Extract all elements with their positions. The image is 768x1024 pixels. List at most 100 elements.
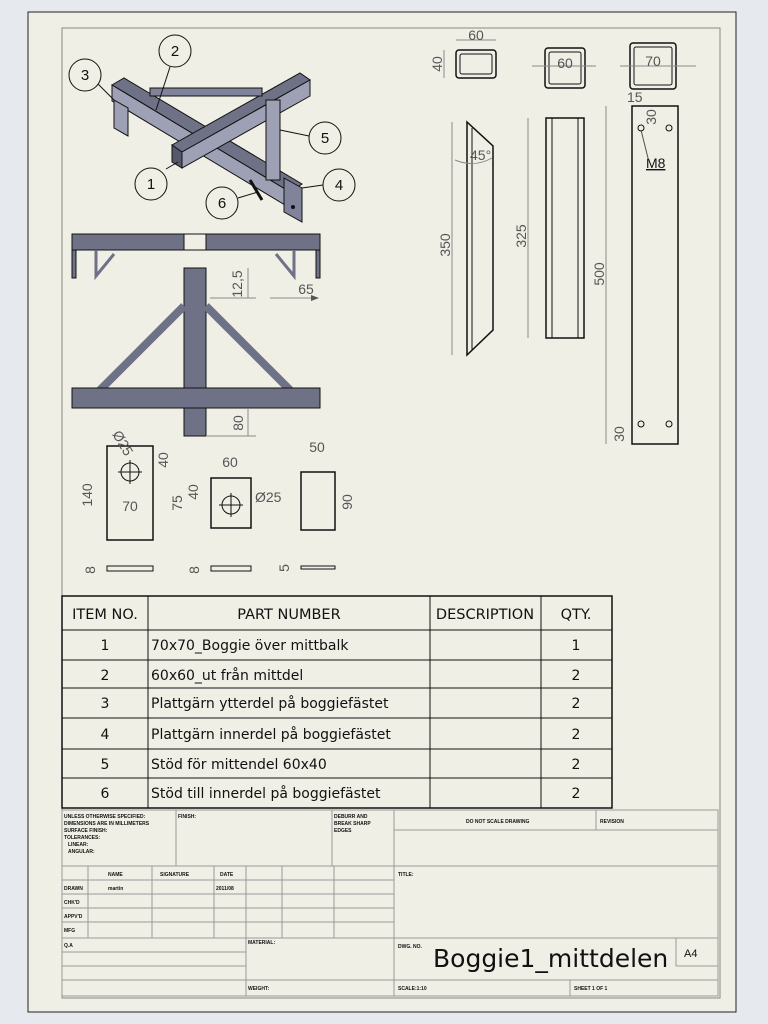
weight-label: WEIGHT: bbox=[248, 986, 269, 992]
bom-header-qty: QTY. bbox=[561, 607, 592, 623]
revision-label: REVISION bbox=[600, 819, 624, 825]
dim-140: 140 bbox=[79, 483, 95, 507]
dim-plate1-70: 70 bbox=[122, 498, 138, 514]
note-line-3: SURFACE FINISH: bbox=[64, 828, 108, 834]
balloon-5 bbox=[308, 121, 342, 155]
balloon-1-label: 1 bbox=[147, 176, 155, 193]
balloon-3 bbox=[68, 58, 102, 92]
sheet-label: SHEET 1 OF 1 bbox=[574, 986, 608, 992]
mfg-label: MFG bbox=[64, 928, 75, 934]
bom-row-2-item: 2 bbox=[101, 668, 110, 684]
dim-12-5: 12,5 bbox=[229, 270, 245, 297]
title-block bbox=[61, 809, 719, 997]
deburr-line-3: EDGES bbox=[334, 828, 352, 834]
balloon-2 bbox=[158, 34, 192, 68]
dim-30-bottom: 30 bbox=[611, 426, 627, 442]
dim-plate3-5: 5 bbox=[276, 564, 292, 572]
note-line-1: UNLESS OTHERWISE SPECIFIED: bbox=[64, 814, 146, 820]
balloon-4-label: 4 bbox=[335, 177, 343, 194]
bom-row-5-qty: 2 bbox=[572, 757, 581, 773]
dim-tube-h: 40 bbox=[429, 56, 445, 72]
dim-plate3-50: 50 bbox=[309, 439, 325, 455]
balloon-6 bbox=[205, 186, 239, 220]
finish-label: FINISH: bbox=[178, 814, 196, 820]
dim-tube-w: 60 bbox=[468, 27, 484, 43]
balloon-2-label: 2 bbox=[171, 43, 179, 60]
do-not-scale: DO NOT SCALE DRAWING bbox=[466, 819, 529, 825]
bom-row-3-item: 3 bbox=[101, 696, 110, 712]
bom-header-part: PART NUMBER bbox=[237, 607, 340, 623]
paper bbox=[27, 11, 737, 1013]
drawing-number: Boggie1_mittdelen bbox=[433, 944, 668, 973]
drawn-label: DRAWN bbox=[64, 886, 83, 892]
name-header: NAME bbox=[108, 872, 123, 878]
qa-label: Q.A bbox=[64, 943, 73, 949]
dim-500: 500 bbox=[591, 262, 607, 286]
dim-plate2-75: 75 bbox=[169, 495, 185, 511]
chkd-label: CHK'D bbox=[64, 900, 80, 906]
deburr-line-2: BREAK SHARP bbox=[334, 821, 371, 827]
balloon-3-label: 3 bbox=[81, 67, 89, 84]
bom-row-4-item: 4 bbox=[101, 727, 110, 743]
dim-plate2-60: 60 bbox=[222, 454, 238, 470]
title-label: TITLE: bbox=[398, 872, 414, 878]
bom-row-4-qty: 2 bbox=[572, 727, 581, 743]
dim-65: 65 bbox=[298, 281, 314, 297]
bom-row-2-qty: 2 bbox=[572, 668, 581, 684]
inner-border bbox=[61, 27, 721, 999]
thread-label: M8 bbox=[646, 155, 666, 171]
isometric-view bbox=[111, 72, 311, 223]
bom-header-description: DESCRIPTION bbox=[436, 607, 534, 623]
bom-row-6-item: 6 bbox=[101, 786, 110, 802]
drawn-name: martin bbox=[108, 886, 123, 892]
scale-label: SCALE:1:10 bbox=[398, 986, 427, 992]
bom-row-5-item: 5 bbox=[101, 757, 110, 773]
bom-row-6-qty: 2 bbox=[572, 786, 581, 802]
dim-350: 350 bbox=[437, 233, 453, 257]
note-line-4: TOLERANCES: bbox=[64, 835, 100, 841]
bom-row-1-item: 1 bbox=[101, 638, 110, 654]
dwg-no-label: DWG. NO. bbox=[398, 944, 422, 950]
tube-sections: 60 40 60 70 bbox=[429, 27, 696, 90]
dim-plate2-40: 40 bbox=[185, 484, 201, 500]
bom-row-1-qty: 1 bbox=[572, 638, 581, 654]
dim-80: 80 bbox=[230, 415, 246, 431]
dim-15: 15 bbox=[627, 89, 643, 105]
drawn-date: 2011/08 bbox=[216, 886, 234, 892]
bom-row-6-part: Stöd till innerdel på boggiefästet bbox=[151, 785, 381, 802]
dim-plate2-hole: Ø25 bbox=[255, 489, 282, 505]
beam-views: 350 45° 325 500 15 30 M8 30 bbox=[437, 89, 679, 445]
size-label: A4 bbox=[684, 948, 697, 960]
dim-tube-60: 60 bbox=[557, 55, 573, 71]
bom-row-5-part: Stöd för mittendel 60x40 bbox=[151, 757, 327, 773]
bom-row-1-part: 70x70_Boggie över mittbalk bbox=[151, 638, 349, 654]
title-block-text: UNLESS OTHERWISE SPECIFIED: DIMENSIONS A… bbox=[64, 814, 697, 992]
bom-row-3-part: Plattgärn ytterdel på boggiefästet bbox=[151, 695, 389, 712]
front-view-dims: 12,5 65 80 bbox=[206, 268, 319, 437]
deburr-line-1: DEBURR AND bbox=[334, 814, 368, 820]
dim-angle: 45° bbox=[470, 147, 491, 163]
material-label: MATERIAL: bbox=[248, 940, 275, 946]
dim-plate1-8: 8 bbox=[82, 566, 98, 574]
bom-row-4-part: Plattgärn innerdel på boggiefästet bbox=[151, 726, 391, 743]
dim-tube-70: 70 bbox=[645, 53, 661, 69]
dim-plate3-90: 90 bbox=[339, 494, 355, 510]
note-line-6: ANGULAR: bbox=[68, 849, 95, 855]
balloon-group: 1 2 3 4 5 6 bbox=[68, 34, 356, 220]
dim-plate1-40: 40 bbox=[155, 452, 171, 468]
balloon-4 bbox=[322, 168, 356, 202]
bom-row-2-part: 60x60_ut från mittdel bbox=[151, 667, 303, 684]
dim-plate2-8: 8 bbox=[186, 566, 202, 574]
dim-30-top: 30 bbox=[643, 109, 659, 125]
date-header: DATE bbox=[220, 872, 234, 878]
bom-row-3-qty: 2 bbox=[572, 696, 581, 712]
balloon-1 bbox=[134, 167, 168, 201]
dim-325: 325 bbox=[513, 224, 529, 248]
bom-table: ITEM NO. PART NUMBER DESCRIPTION QTY. 1 … bbox=[61, 595, 613, 809]
bom-header-item: ITEM NO. bbox=[72, 607, 138, 623]
note-line-2: DIMENSIONS ARE IN MILLIMETERS bbox=[64, 821, 150, 827]
balloon-5-label: 5 bbox=[321, 130, 329, 147]
front-view bbox=[71, 233, 321, 437]
balloon-6-label: 6 bbox=[218, 195, 226, 212]
